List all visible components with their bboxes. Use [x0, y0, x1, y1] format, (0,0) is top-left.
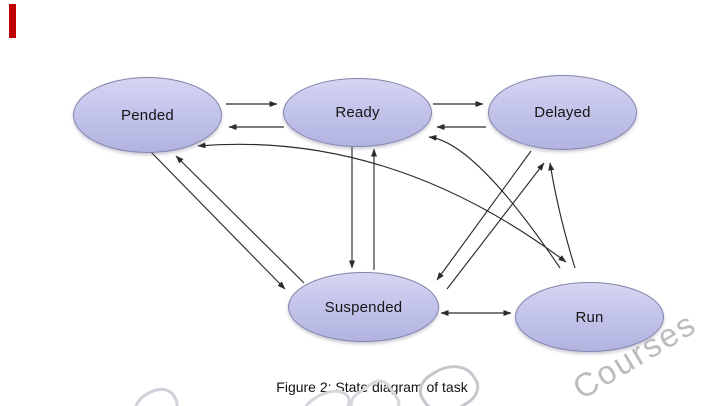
state-node-pended: Pended — [73, 77, 222, 153]
red-marker-bar — [9, 4, 16, 38]
state-label-pended: Pended — [121, 106, 174, 124]
state-label-suspended: Suspended — [324, 298, 403, 316]
figure-caption: Figure 2: State diagram of task — [276, 379, 468, 395]
state-label-delayed: Delayed — [534, 104, 591, 121]
state-label-run: Run — [575, 308, 604, 326]
transition-arrows — [149, 101, 576, 316]
state-node-suspended: Suspended — [288, 272, 439, 342]
state-node-delayed: Delayed — [488, 75, 637, 150]
state-node-ready: Ready — [283, 78, 432, 147]
state-node-run: Run — [515, 282, 664, 352]
state-label-ready: Ready — [335, 104, 380, 121]
